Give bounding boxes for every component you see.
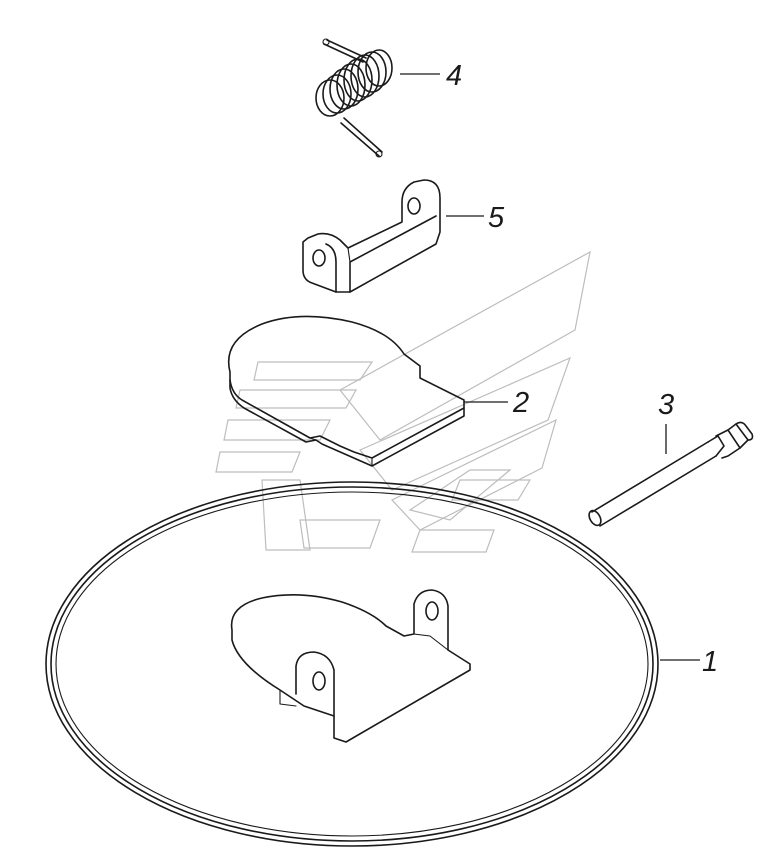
callout-2: 2 (512, 387, 529, 419)
kamaz-logo-watermark (215, 250, 591, 553)
torsion-spring (315, 38, 393, 158)
callout-4: 4 (446, 60, 462, 92)
base-disc (45, 481, 659, 847)
leader-lines (400, 73, 700, 661)
callout-5: 5 (488, 202, 505, 234)
bolt (588, 421, 754, 527)
callout-1: 1 (702, 646, 718, 678)
plate (228, 315, 465, 467)
bracket (302, 179, 441, 293)
callout-3: 3 (658, 389, 674, 421)
